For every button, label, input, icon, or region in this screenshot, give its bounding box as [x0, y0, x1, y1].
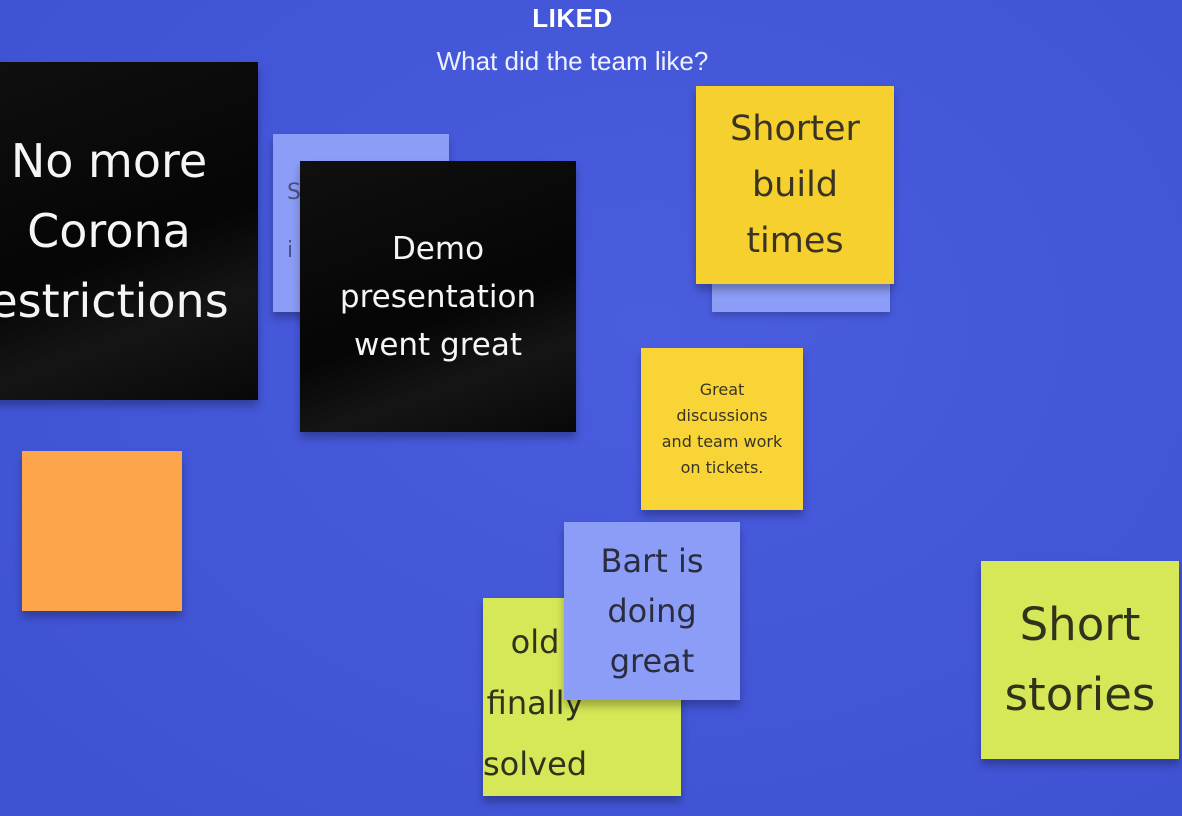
sticky-note-text: Shorter build times — [730, 109, 860, 261]
sticky-note-text: Great discussions and team work on ticke… — [661, 380, 783, 477]
sticky-note-build-times[interactable]: Shorter build times — [696, 86, 894, 284]
sticky-note-text: No more Corona estrictions — [0, 134, 229, 328]
section-title: LIKED — [532, 3, 613, 33]
sticky-note-text: Short stories — [1004, 598, 1156, 721]
sticky-note-text: Demo presentation went great — [339, 230, 537, 363]
sticky-note-corona[interactable]: No more Corona estrictions — [0, 62, 258, 400]
sticky-note-text: S i — [287, 180, 301, 263]
sticky-note-blank-orange[interactable] — [22, 451, 182, 611]
sticky-note-discussions[interactable]: Great discussions and team work on ticke… — [641, 348, 803, 510]
section-subtitle: What did the team like? — [436, 46, 709, 76]
sticky-note-demo[interactable]: Demo presentation went great — [300, 161, 576, 432]
sticky-note-short-stories[interactable]: Short stories — [981, 561, 1179, 759]
sticky-note-text: Bart is doing great — [600, 542, 704, 680]
sticky-note-bart[interactable]: Bart is doing great — [564, 522, 740, 700]
sticky-note-behind-build[interactable] — [712, 280, 890, 312]
sticky-note-text: old finally solved — [483, 623, 588, 783]
